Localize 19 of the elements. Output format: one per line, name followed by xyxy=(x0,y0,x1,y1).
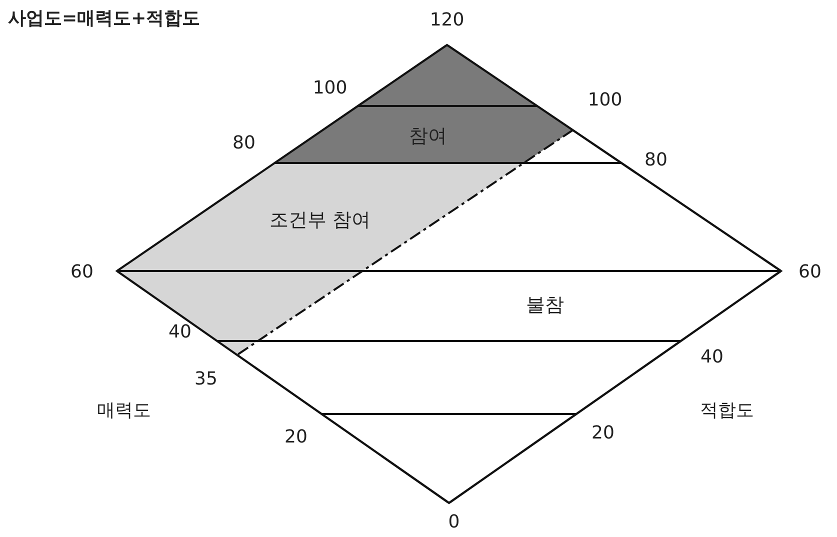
tick-label: 80 xyxy=(232,132,256,154)
tick-label: 35 xyxy=(194,368,218,390)
tick-label: 20 xyxy=(284,426,308,448)
tick-label: 60 xyxy=(798,262,822,282)
tick-label: 40 xyxy=(168,322,192,342)
tick-label: 60 xyxy=(70,262,94,282)
axis-label: 적합도 xyxy=(700,399,754,422)
tick-label: 120 xyxy=(430,10,464,30)
diagram-title: 사업도=매력도+적합도 xyxy=(8,7,200,30)
tick-label: 0 xyxy=(448,512,460,532)
axis-label: 매력도 xyxy=(97,399,151,422)
region-label: 참여 xyxy=(409,124,447,149)
tick-label: 40 xyxy=(700,346,724,368)
tick-label: 80 xyxy=(644,150,668,170)
region-label: 조건부 참여 xyxy=(269,208,371,233)
tick-label: 20 xyxy=(592,422,614,444)
tick-label: 100 xyxy=(312,78,348,98)
region-label: 불참 xyxy=(526,293,564,318)
tick-label: 100 xyxy=(588,90,622,110)
